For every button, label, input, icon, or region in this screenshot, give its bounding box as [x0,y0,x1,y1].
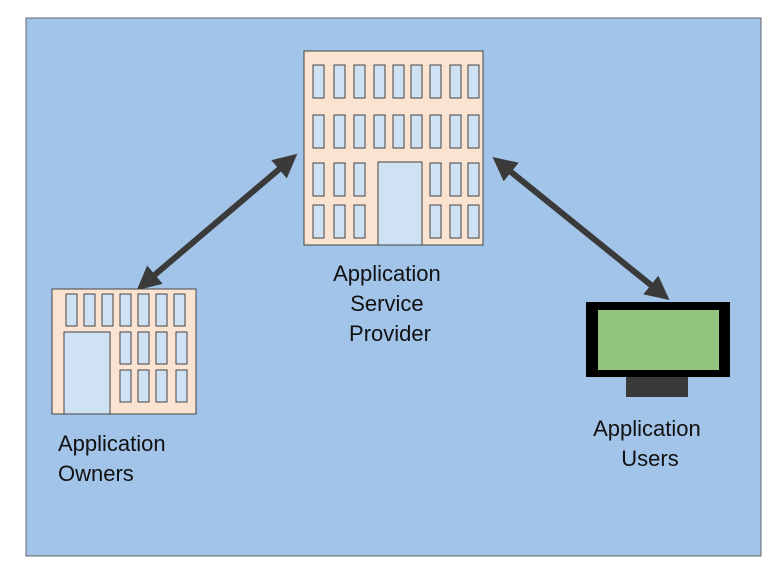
users-label-line: Users [621,446,678,471]
building-icon [51,288,197,415]
arrow-provider-users [492,156,670,301]
window [333,162,346,197]
window [333,114,346,149]
monitor-stand [626,377,688,397]
owners-windows [65,293,188,403]
window [449,204,462,239]
users-label-line: Application [593,416,701,441]
window [137,331,150,365]
monitor-screen [598,310,719,370]
window [312,114,325,149]
window [65,293,78,327]
window [333,64,346,99]
window [353,64,366,99]
provider-label: Application Service Provider [333,261,447,346]
window [410,114,423,149]
window [353,204,366,239]
provider-door [377,161,423,246]
window [449,162,462,197]
users-label: Application Users [593,416,707,471]
window [137,293,150,327]
window [333,204,346,239]
window [467,162,480,197]
window [410,64,423,99]
window [175,369,188,403]
monitor-icon [586,302,730,397]
provider-windows [312,64,480,239]
window [353,162,366,197]
window [429,204,442,239]
window [312,64,325,99]
window [312,204,325,239]
window [137,369,150,403]
window [119,331,132,365]
window [101,293,114,327]
owners-label-line: Application [58,431,166,456]
window [155,331,168,365]
window [312,162,325,197]
window [119,293,132,327]
owners-door [63,331,111,415]
window [83,293,96,327]
window [429,114,442,149]
window [373,64,386,99]
window [155,293,168,327]
window [467,204,480,239]
arrow-owners-provider [136,153,298,291]
window [119,369,132,403]
office-building-icon [303,50,484,246]
window [429,162,442,197]
window [173,293,186,327]
window [353,114,366,149]
window [155,369,168,403]
window [467,64,480,99]
provider-label-line: Application [333,261,441,286]
owners-label-line: Owners [58,461,134,486]
window [429,64,442,99]
window [392,114,405,149]
provider-label-line: Service [350,291,423,316]
window [449,114,462,149]
window [467,114,480,149]
window [175,331,188,365]
window [392,64,405,99]
window [373,114,386,149]
window [449,64,462,99]
owners-label: Application Owners [58,431,172,486]
provider-label-line: Provider [349,321,431,346]
